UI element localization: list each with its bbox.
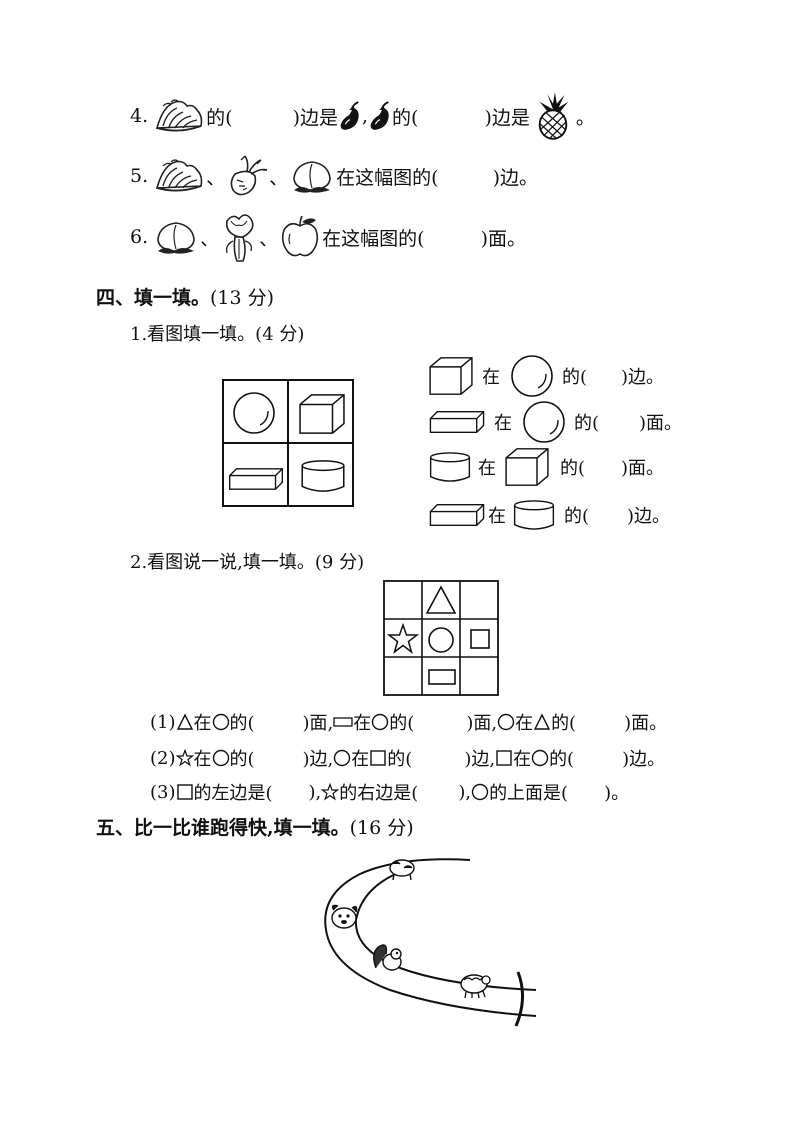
cabbage-icon — [152, 158, 206, 194]
circle-icon — [212, 749, 229, 767]
square-icon — [176, 784, 193, 800]
race-track — [300, 850, 560, 1030]
cabbage-icon — [152, 98, 206, 134]
part-2-q2: (2) 在 的( )边, 在 的( )边, 在 的( )边。 — [150, 747, 666, 771]
part-2-q3: (3) 的左边是( ), 的右边是( ), 的上面是( )。 — [150, 781, 630, 805]
part-2-title: 2.看图说一说,填一填。(9 分) — [130, 552, 365, 573]
question-4: 4. 的( )边是 , 的( )边是 。 — [130, 92, 595, 140]
square-icon — [496, 750, 512, 766]
cube-icon — [298, 393, 346, 435]
cylinder-icon — [298, 459, 348, 493]
cylinder-icon — [512, 499, 556, 531]
question-5: 5. 、 、 在这幅图的( )边。 — [130, 152, 538, 200]
eggplant-icon — [338, 99, 362, 133]
apple-icon — [278, 216, 322, 258]
pineapple-icon — [534, 91, 572, 141]
cow-icon — [389, 859, 415, 881]
triangle-icon — [176, 713, 193, 730]
peach-icon — [288, 158, 336, 194]
circle-icon — [334, 749, 351, 767]
square-icon — [470, 629, 490, 649]
part-2-q1: (1) 在 的( )面, 在 的( )面, 在 的( )面。 — [150, 711, 668, 735]
eggplant-icon — [368, 99, 392, 133]
star-icon — [175, 748, 194, 767]
part-1-row-4: 在 的( )边。 — [428, 493, 670, 537]
part-1-row-3: 在 的( )面。 — [428, 445, 664, 489]
cube-icon — [428, 356, 474, 396]
squirrel-icon — [373, 944, 402, 971]
triangle-icon — [533, 713, 551, 730]
cuboid-icon — [428, 503, 486, 527]
bok-choy-icon — [219, 211, 259, 263]
lamb-icon — [460, 974, 491, 999]
peach-icon — [152, 219, 200, 255]
radish-icon — [225, 154, 269, 198]
cube-icon — [504, 447, 550, 487]
circle-icon — [531, 749, 549, 767]
circle-icon — [428, 627, 454, 653]
square-icon — [370, 750, 386, 766]
part-1-row-2: 在 的( )面。 — [428, 400, 682, 444]
star-icon — [321, 782, 340, 801]
part-1-row-1: 在 的( )边。 — [428, 354, 664, 398]
triangle-icon — [425, 585, 457, 614]
cuboid-icon — [228, 467, 284, 491]
circle-icon — [471, 783, 489, 801]
circle-icon — [212, 713, 229, 731]
section-5-title: 五、比一比谁跑得快,填一填。(16 分) — [96, 817, 414, 839]
section-4-title: 四、填一填。(13 分) — [96, 287, 275, 309]
star-icon — [386, 622, 420, 654]
solids-grid — [222, 379, 354, 507]
sphere-icon — [522, 400, 566, 444]
rectangle-icon — [333, 717, 353, 727]
circle-icon — [372, 713, 389, 731]
cuboid-icon — [428, 410, 486, 434]
part-1-title: 1.看图填一填。(4 分) — [130, 324, 305, 345]
rectangle-icon — [428, 669, 456, 685]
cylinder-icon — [428, 451, 472, 483]
circle-icon — [497, 713, 515, 731]
question-6: 6. 、 、 在这幅图的( )面。 — [130, 213, 526, 261]
shapes-grid — [383, 580, 499, 696]
sphere-icon — [510, 354, 554, 398]
sphere-icon — [232, 391, 276, 435]
dog-icon — [331, 904, 358, 929]
